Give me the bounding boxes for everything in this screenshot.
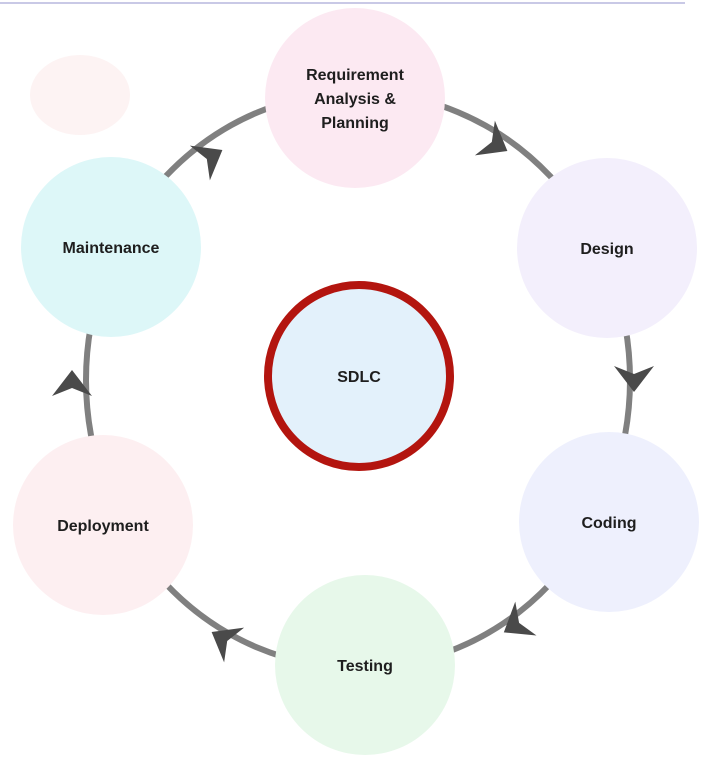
phase-label: Maintenance bbox=[63, 240, 160, 257]
phase-label: Coding bbox=[581, 515, 636, 532]
phase-circle bbox=[519, 432, 699, 612]
phase-label: Analysis & bbox=[314, 91, 396, 108]
phase-circle bbox=[13, 435, 193, 615]
chevron-arrow-icon bbox=[189, 145, 223, 181]
center-node: SDLC bbox=[264, 281, 454, 471]
phase-circle bbox=[275, 575, 455, 755]
phase-label: Planning bbox=[321, 115, 389, 132]
phase-label: Requirement bbox=[306, 67, 404, 84]
faint-bg-blob bbox=[30, 55, 130, 135]
center-label: SDLC bbox=[337, 369, 381, 386]
phase-node-coding: Coding bbox=[519, 432, 699, 612]
phase-circle bbox=[517, 158, 697, 338]
chevron-arrow-icon bbox=[52, 370, 92, 396]
chevron-arrow-icon bbox=[503, 601, 537, 636]
chevron-arrow-icon bbox=[614, 366, 654, 392]
phase-node-deployment: Deployment bbox=[13, 435, 193, 615]
phase-label: Testing bbox=[337, 658, 393, 675]
top-divider bbox=[0, 2, 685, 4]
phase-node-design: Design bbox=[517, 158, 697, 338]
phase-circle bbox=[265, 8, 445, 188]
phase-node-maintenance: Maintenance bbox=[21, 157, 201, 337]
phase-label: Deployment bbox=[57, 518, 149, 535]
chevron-arrow-icon bbox=[474, 120, 508, 156]
phase-node-testing: Testing bbox=[275, 575, 455, 755]
center-circle bbox=[264, 281, 454, 471]
phase-label: Design bbox=[580, 241, 633, 258]
phase-circle bbox=[21, 157, 201, 337]
chevron-arrow-icon bbox=[211, 627, 245, 663]
